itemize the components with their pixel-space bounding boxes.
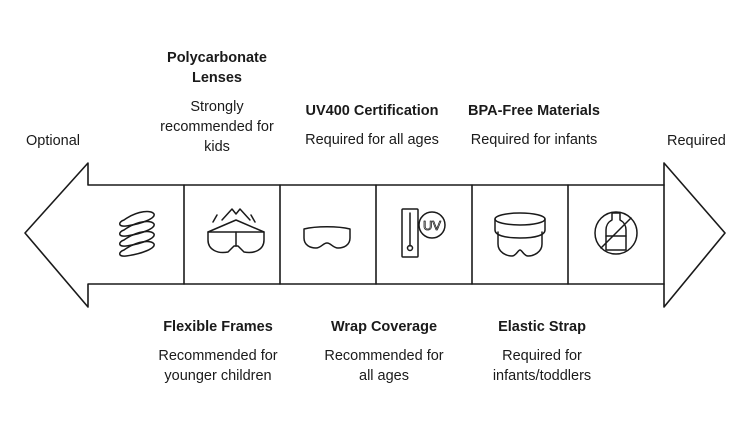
no-bottle-icon (594, 211, 638, 255)
feature-description: recommended for (160, 119, 274, 135)
scale-optional-label: Optional (26, 133, 81, 149)
feature-description: infants/toddlers (492, 368, 592, 384)
strap-goggles-icon (494, 212, 546, 257)
scale-required-label: Required (667, 133, 726, 149)
feature-label-polycarbonate: Polycarbonate Lenses Strongly recommende… (149, 48, 285, 157)
feature-title: Elastic Strap (498, 319, 586, 335)
feature-label-uv400: UV400 Certification Required for all age… (296, 101, 448, 150)
feature-label-flexible: Flexible Frames Recommended for younger … (148, 317, 288, 386)
uv-thermometer-icon: UV (401, 208, 446, 258)
feature-description: all ages (359, 368, 409, 384)
feature-description: Required for infants (470, 132, 598, 148)
feature-description: Recommended for (324, 348, 444, 364)
coil-spring-icon (119, 210, 155, 257)
feature-description: Recommended for (158, 348, 278, 364)
feature-title: Lenses (192, 70, 242, 86)
feature-description: Strongly (190, 99, 244, 115)
feature-description: kids (204, 139, 230, 155)
feature-title: Polycarbonate (167, 50, 267, 66)
feature-description: Required for all ages (305, 132, 439, 148)
feature-description: Required for (502, 348, 582, 364)
feature-title: Wrap Coverage (330, 319, 438, 335)
feature-title: BPA-Free Materials (468, 103, 600, 119)
feature-title: Flexible Frames (163, 319, 273, 335)
feature-title: UV400 Certification (305, 103, 439, 119)
feature-label-wrap: Wrap Coverage Recommended for all ages (316, 317, 452, 386)
feature-label-bpa: BPA-Free Materials Required for infants (460, 101, 608, 150)
feature-label-strap: Elastic Strap Required for infants/toddl… (474, 317, 610, 386)
flexible-glasses-icon (207, 208, 265, 254)
feature-description: younger children (164, 368, 272, 384)
wrap-goggles-icon (303, 226, 351, 249)
svg-text:UV: UV (423, 218, 441, 233)
